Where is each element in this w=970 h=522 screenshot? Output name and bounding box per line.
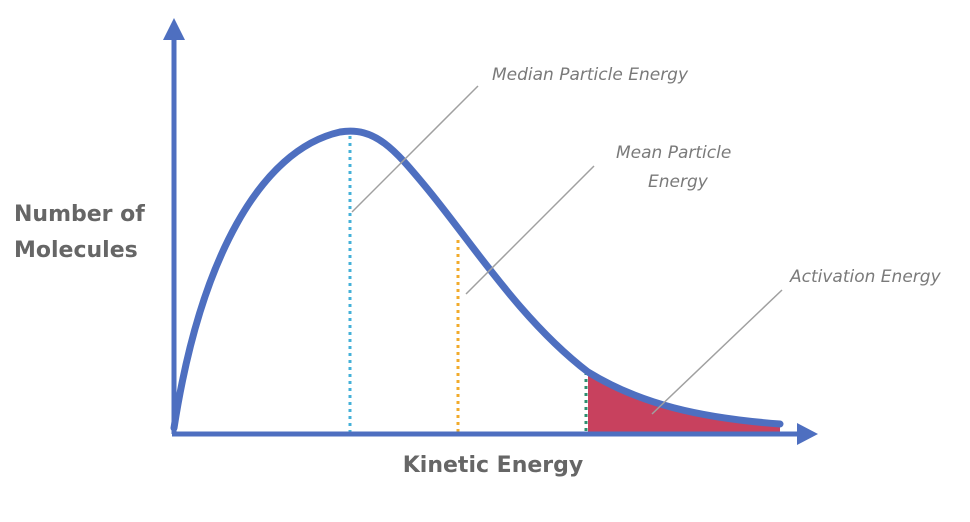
mean-leader-line (465, 165, 595, 295)
median-leader-line (351, 85, 479, 213)
activation-leader-line (651, 289, 783, 415)
activation-energy-label: Activation Energy (789, 267, 942, 287)
mean-energy-label-line1: Mean Particle (616, 143, 731, 163)
distribution-curve (170, 127, 784, 432)
x-axis-arrowhead (797, 423, 818, 445)
y-axis-label-line1: Number of (14, 202, 145, 227)
x-axis-label: Kinetic Energy (403, 453, 583, 478)
y-axis-label-line2: Molecules (14, 238, 138, 263)
y-axis-arrowhead (163, 18, 185, 40)
median-energy-label: Median Particle Energy (492, 65, 689, 85)
mean-energy-label-line2: Energy (648, 172, 709, 192)
